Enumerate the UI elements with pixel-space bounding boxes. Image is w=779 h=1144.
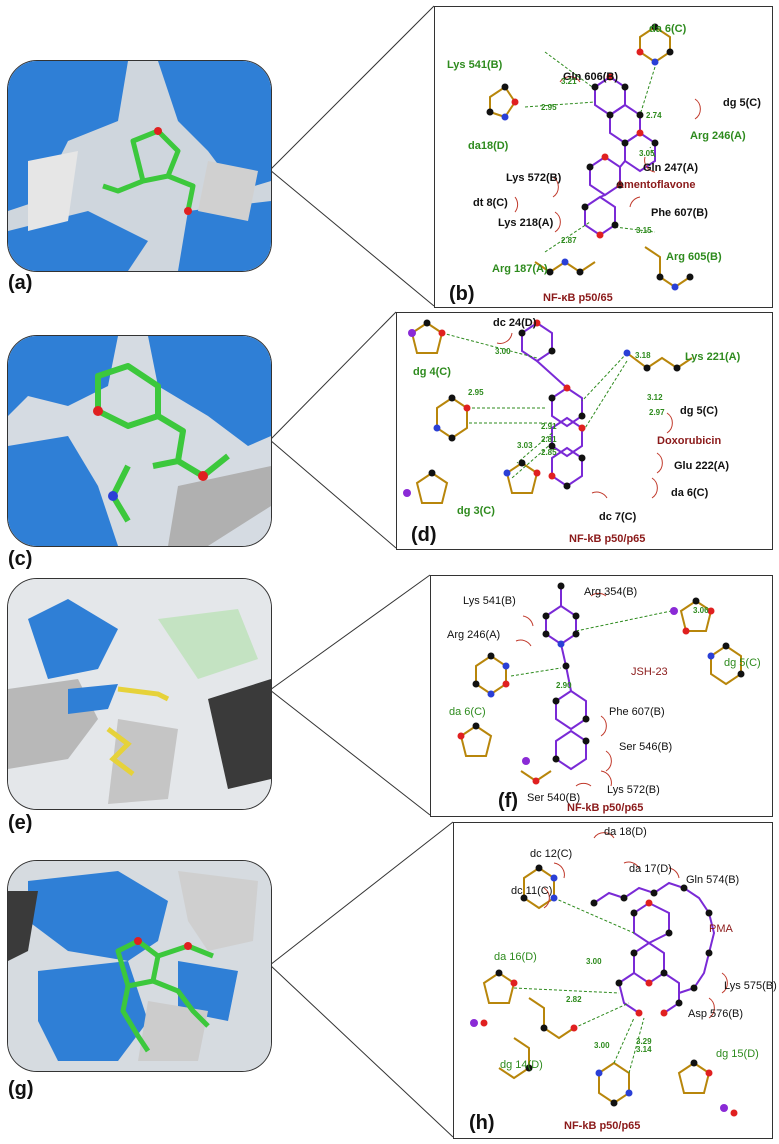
residue-label: Phe 607(B) <box>651 207 708 219</box>
hbond-distance: 2.74 <box>646 111 662 120</box>
diagram-footer: NF-kB p50/p65 <box>569 533 646 545</box>
docking-view-g <box>7 860 272 1072</box>
residue-label: dc 7(C) <box>599 511 637 523</box>
residue-label: Lys 572(B) <box>506 172 562 184</box>
panel-label-d: (d) <box>411 524 437 546</box>
residue-label: da 6(C) <box>671 487 709 499</box>
residue-label: Lys 572(B) <box>607 784 660 796</box>
residue-label: Arg 246(A) <box>447 629 501 641</box>
hbond-distance: 3.18 <box>635 351 651 360</box>
residue-label: da 6(C) <box>449 706 486 718</box>
residue-label: dc 24(D) <box>493 317 537 329</box>
diagram-footer: NF-kB p50/p65 <box>564 1120 641 1132</box>
residue-label: Gln 606(B) <box>563 71 619 83</box>
residue-label: Arg 354(B) <box>584 586 638 598</box>
hbond-distance: 3.05 <box>639 149 655 158</box>
panel-label-f: (f) <box>498 790 518 812</box>
residue-label: da 17(D) <box>629 863 672 875</box>
hbond-distance: 3.15 <box>636 226 652 235</box>
residue-label: da 18(D) <box>604 826 647 838</box>
residue-label: dg 5(C) <box>680 405 718 417</box>
ligand-name: PMA <box>709 923 733 935</box>
hbond-distance: 3.00 <box>586 957 602 966</box>
residue-label: da 6(C) <box>649 23 687 35</box>
residue-label: Ser 546(B) <box>619 741 673 753</box>
residue-label: Arg 187(A) <box>492 263 548 275</box>
hbond-distance: 3.14 <box>636 1045 652 1054</box>
ligand-name: JSH-23 <box>631 666 668 678</box>
panel-label-a: (a) <box>8 272 33 294</box>
ligand-name: Amentoflavone <box>616 179 696 191</box>
residue-label: dt 8(C) <box>473 197 508 209</box>
hbond-distance: 3.00 <box>594 1041 610 1050</box>
residue-label: Lys 541(B) <box>447 59 503 71</box>
panel-label-b: (b) <box>449 283 475 305</box>
hbond-distance: 2.90 <box>556 681 572 690</box>
ligand-structure-jsh23 <box>457 582 745 787</box>
residue-label: Asp 576(B) <box>688 1008 744 1020</box>
residue-label: dg 14(D) <box>500 1059 543 1071</box>
residue-label: Gln 574(B) <box>686 874 740 886</box>
ligand-structure-doxorubicin <box>403 319 693 504</box>
docking-view-c <box>7 335 272 547</box>
residue-label: dg 4(C) <box>413 366 451 378</box>
panel-label-c: (c) <box>8 548 33 570</box>
hbond-distance: 3.29 <box>636 1037 652 1046</box>
interaction-diagram-d: dc 24(D) Lys 221(A) dg 4(C) dg 5(C) Glu … <box>396 312 773 550</box>
hbond-distance: 2.95 <box>541 103 557 112</box>
residue-label: da 16(D) <box>494 951 537 963</box>
residue-label: dc 12(C) <box>530 848 573 860</box>
diagram-footer: NF-kB p50/p65 <box>567 802 644 814</box>
docking-view-e <box>7 578 272 810</box>
residue-label: Lys 541(B) <box>463 595 516 607</box>
residue-label: Lys 221(A) <box>685 351 741 363</box>
hbond-distance: 2.87 <box>561 236 577 245</box>
residue-label: Arg 246(A) <box>690 130 746 142</box>
residue-label: Glu 222(A) <box>674 460 730 472</box>
ligand-structure-amentoflavone <box>486 23 701 291</box>
panel-label-g: (g) <box>8 1078 34 1100</box>
ligand-name: Doxorubicin <box>657 435 722 447</box>
panel-label-e: (e) <box>8 812 33 834</box>
interaction-diagram-f: Lys 541(B) Arg 354(B) Arg 246(A) dg 5(C)… <box>430 575 773 817</box>
interaction-diagram-h: da 18(D) dc 12(C) da 17(D) Gln 574(B) dc… <box>453 822 777 1139</box>
hbond-distance: 3.00 <box>495 347 511 356</box>
residue-label: dg 15(D) <box>716 1048 759 1060</box>
residue-label: Lys 218(A) <box>498 217 554 229</box>
residue-label: Phe 607(B) <box>609 706 665 718</box>
hbond-distance: 2.91 <box>541 422 557 431</box>
residue-label: Lys 575(B) <box>724 980 777 992</box>
residue-label: da18(D) <box>468 140 509 152</box>
hbond-distance: 3.21 <box>561 77 577 86</box>
hbond-distance: 2.81 <box>541 435 557 444</box>
panel-label-h: (h) <box>469 1112 495 1134</box>
residue-label: dg 3(C) <box>457 505 495 517</box>
residue-label: Gln 247(A) <box>643 162 699 174</box>
docking-view-a <box>7 60 272 272</box>
hbond-distance: 2.85 <box>541 448 557 457</box>
residue-label: Arg 605(B) <box>666 251 722 263</box>
residue-label: Ser 540(B) <box>527 792 581 804</box>
hbond-distance: 3.03 <box>517 441 533 450</box>
diagram-footer: NF-κB p50/65 <box>543 292 613 304</box>
residue-label: dc 11(C) <box>511 885 553 897</box>
residue-label: dg 5(C) <box>724 657 761 669</box>
hbond-distance: 2.95 <box>468 388 484 397</box>
hbond-distance: 2.97 <box>649 408 665 417</box>
ligand-structure-pma <box>470 832 738 1117</box>
hbond-distance: 3.12 <box>647 393 663 402</box>
hbond-distance: 2.82 <box>566 995 582 1004</box>
interaction-diagram-b: Lys 541(B) Gln 606(B) da 6(C) dg 5(C) da… <box>434 6 773 308</box>
residue-label: dg 5(C) <box>723 97 761 109</box>
hbond-distance: 3.06 <box>693 606 709 615</box>
